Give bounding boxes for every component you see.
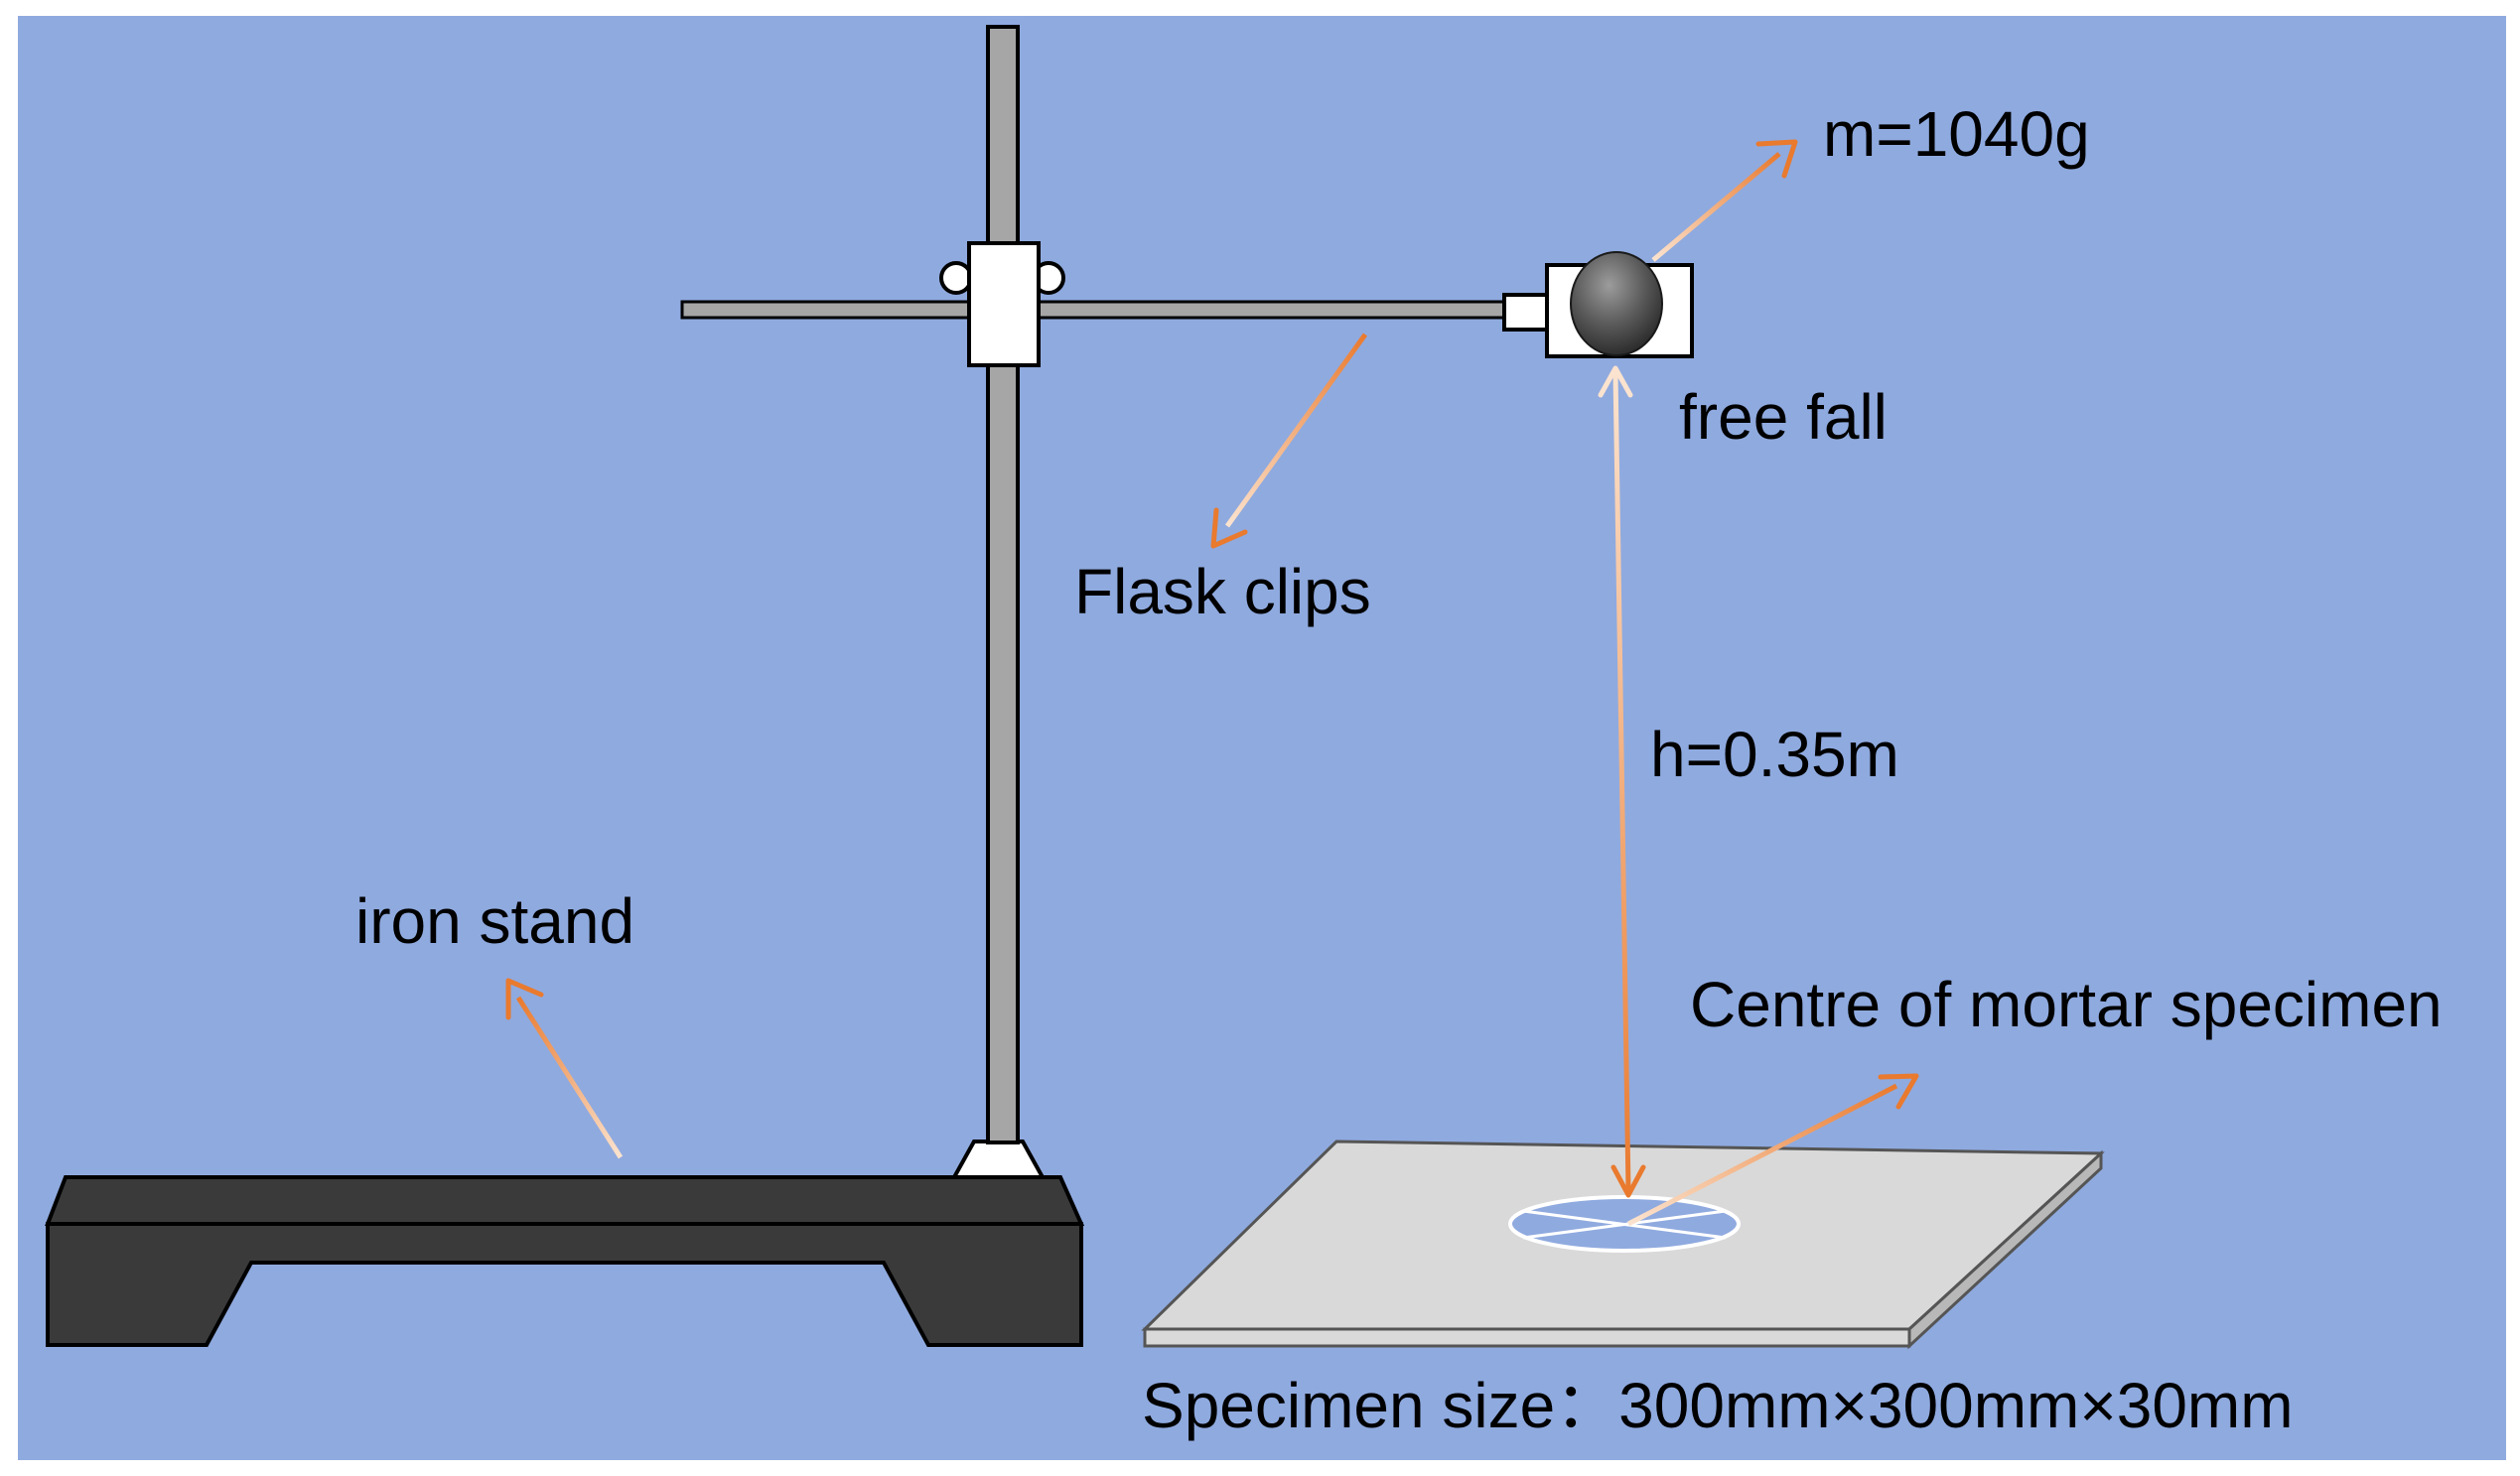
specimen-size-label: Specimen size：300mm×300mm×30mm [1142, 1370, 2294, 1441]
steel-ball [1570, 251, 1663, 356]
specimen-centre-circle [1508, 1195, 1741, 1253]
flask-clips-label: Flask clips [1074, 556, 1371, 627]
iron-stand-arrow [505, 978, 624, 1159]
iron-stand-base [45, 1175, 1085, 1347]
boss-head-clamp [939, 241, 1065, 367]
free-fall-label: free fall [1679, 381, 1888, 453]
horizontal-rod [680, 300, 1508, 320]
height-label: h=0.35m [1650, 719, 1899, 790]
mass-arrow [1651, 139, 1798, 262]
iron-stand-label: iron stand [355, 885, 634, 957]
centre-arrow [1626, 1073, 1919, 1227]
mass-label: m=1040g [1823, 98, 2090, 170]
centre-label: Centre of mortar specimen [1690, 969, 2443, 1040]
flask-clips-arrow [1210, 333, 1368, 549]
height-arrow [1598, 365, 1646, 1198]
vertical-rod [986, 25, 1020, 1144]
